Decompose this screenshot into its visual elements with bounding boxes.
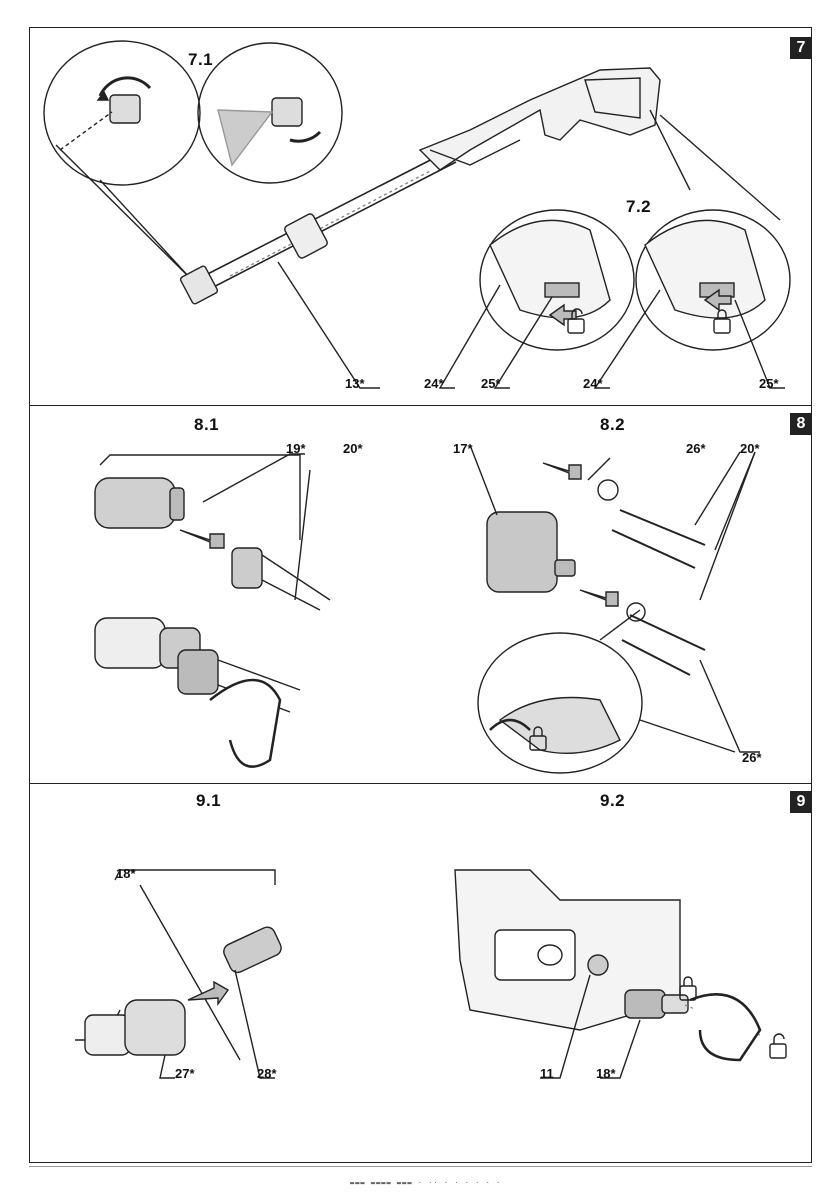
callout-28: 28*: [257, 1066, 277, 1081]
footer-rule: [29, 1166, 812, 1167]
footer-text: ▬▬▬ ▬▬▬▬ ▬▬▬ · ·· · · · · · ·: [350, 1179, 501, 1187]
callout-27: 27*: [175, 1066, 195, 1081]
callout-11: 11: [540, 1066, 554, 1081]
callout-24: 24*: [424, 376, 444, 391]
callout-19: 19*: [286, 441, 306, 456]
callout-25: 25*: [759, 376, 779, 391]
callout-20: 20*: [343, 441, 363, 456]
callout-20: 20*: [740, 441, 760, 456]
callout-26: 26*: [742, 750, 762, 765]
callout-17: 17*: [453, 441, 473, 456]
callout-26: 26*: [686, 441, 706, 456]
callout-24: 24*: [583, 376, 603, 391]
callout-13: 13*: [345, 376, 365, 391]
callout-25: 25*: [481, 376, 501, 391]
callout-18: 18*: [116, 866, 136, 881]
callout-18: 18*: [596, 1066, 616, 1081]
